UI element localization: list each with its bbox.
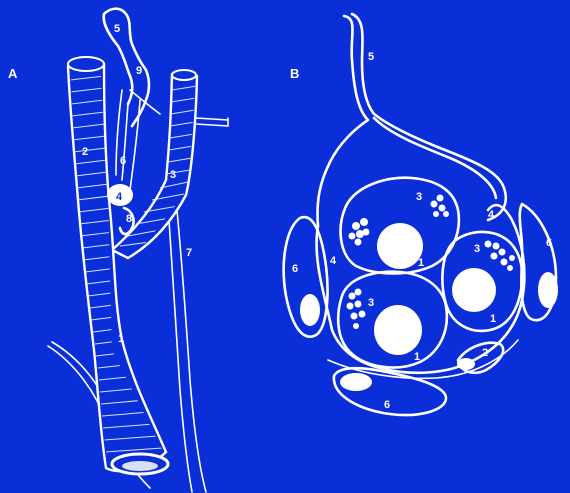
label-b-4-left: 4 xyxy=(330,255,337,267)
label-b-6-right: 6 xyxy=(546,237,552,249)
vessel-7-line-1 xyxy=(176,200,206,492)
vessel-trunk-2 xyxy=(68,59,166,471)
label-a-8: 8 xyxy=(126,213,132,225)
label-a-3: 3 xyxy=(170,169,176,181)
granules-right xyxy=(485,241,516,272)
label-b-6-bottom: 6 xyxy=(384,399,390,411)
label-b-3-bottom: 3 xyxy=(368,297,374,309)
nerve-branch xyxy=(130,90,160,114)
nucleus-right xyxy=(452,268,496,312)
label-a-5: 5 xyxy=(114,23,120,35)
label-b-2: 2 xyxy=(482,347,488,359)
label-a-6: 6 xyxy=(120,155,126,167)
panel-a-label: A xyxy=(8,66,18,81)
satellite-left-nucleus xyxy=(300,294,320,326)
satellite-right-nucleus xyxy=(538,272,558,308)
axon-5-right xyxy=(352,14,506,220)
label-a-7: 7 xyxy=(186,247,192,259)
axon-5-inner xyxy=(374,118,496,198)
panel-a: A 5 9 xyxy=(8,9,228,492)
label-a-9: 9 xyxy=(136,65,142,77)
label-b-6-left: 6 xyxy=(292,263,298,275)
label-b-1-bottom: 1 xyxy=(414,351,420,363)
panel-b: B xyxy=(284,14,558,415)
branch-3-opening xyxy=(172,70,196,80)
label-b-3-right: 3 xyxy=(474,243,480,255)
label-a-2: 2 xyxy=(82,146,88,158)
panel-b-label: B xyxy=(290,66,299,81)
label-a-1: 1 xyxy=(118,333,124,345)
label-b-3-top: 3 xyxy=(416,191,422,203)
nerve-fiber-2 xyxy=(130,100,140,190)
satellite-2-nucleus xyxy=(457,358,475,370)
nerve-fiber-1 xyxy=(122,104,128,180)
satellite-bottom-nucleus xyxy=(340,373,372,391)
nucleus-bottom xyxy=(374,305,422,355)
label-b-4-top: 4 xyxy=(488,209,495,221)
trunk-bottom-lumen xyxy=(122,461,158,471)
label-b-1-right: 1 xyxy=(490,313,496,325)
granules-bottom xyxy=(347,289,366,330)
axon-5-left xyxy=(318,16,369,226)
label-a-4: 4 xyxy=(116,191,123,203)
nucleus-top xyxy=(377,223,423,269)
label-b-1-top: 1 xyxy=(418,257,424,269)
label-b-5: 5 xyxy=(368,51,374,63)
right-side-vessel xyxy=(196,118,228,126)
trunk-top-opening xyxy=(68,57,104,71)
